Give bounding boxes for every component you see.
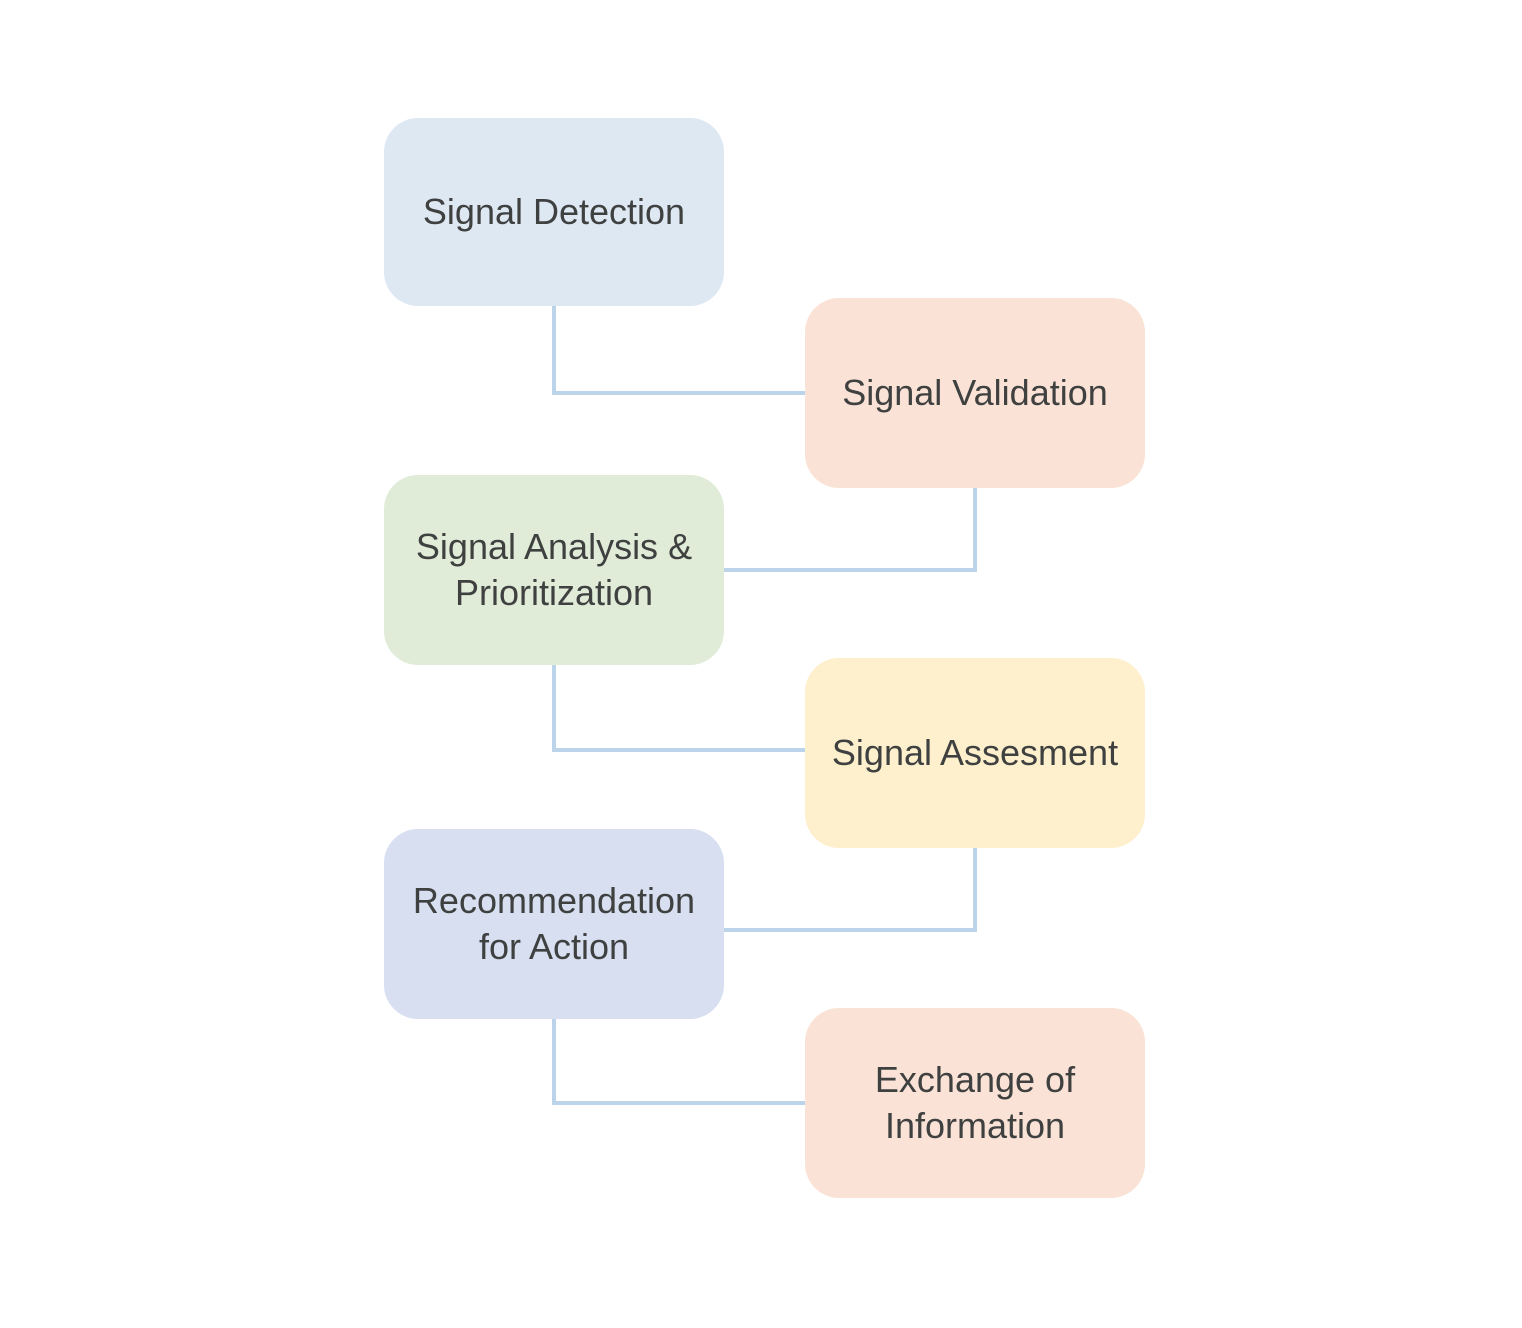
node-signal-validation: Signal Validation <box>805 298 1145 488</box>
node-signal-analysis-prioritization: Signal Analysis & Prioritization <box>384 475 724 665</box>
connector-assesment-to-recommendation <box>724 847 977 932</box>
node-label-signal-validation: Signal Validation <box>842 371 1108 413</box>
node-label-recommendation-for-action: Recommendation for Action <box>412 879 696 967</box>
node-signal-assesment: Signal Assesment <box>805 658 1145 848</box>
connector-validation-to-analysis <box>724 487 977 572</box>
connector-detection-to-validation <box>552 305 805 395</box>
node-label-signal-detection: Signal Detection <box>422 190 686 232</box>
node-label-signal-analysis-prioritization: Signal Analysis & Prioritization <box>415 525 693 613</box>
node-exchange-of-information: Exchange of Information <box>805 1008 1145 1198</box>
node-signal-detection: Signal Detection <box>384 118 724 306</box>
node-recommendation-for-action: Recommendation for Action <box>384 829 724 1019</box>
connector-recommendation-to-exchange <box>552 1018 805 1105</box>
connector-analysis-to-assesment <box>552 664 805 752</box>
node-label-signal-assesment: Signal Assesment <box>831 731 1119 773</box>
node-label-exchange-of-information: Exchange of Information <box>874 1058 1076 1146</box>
